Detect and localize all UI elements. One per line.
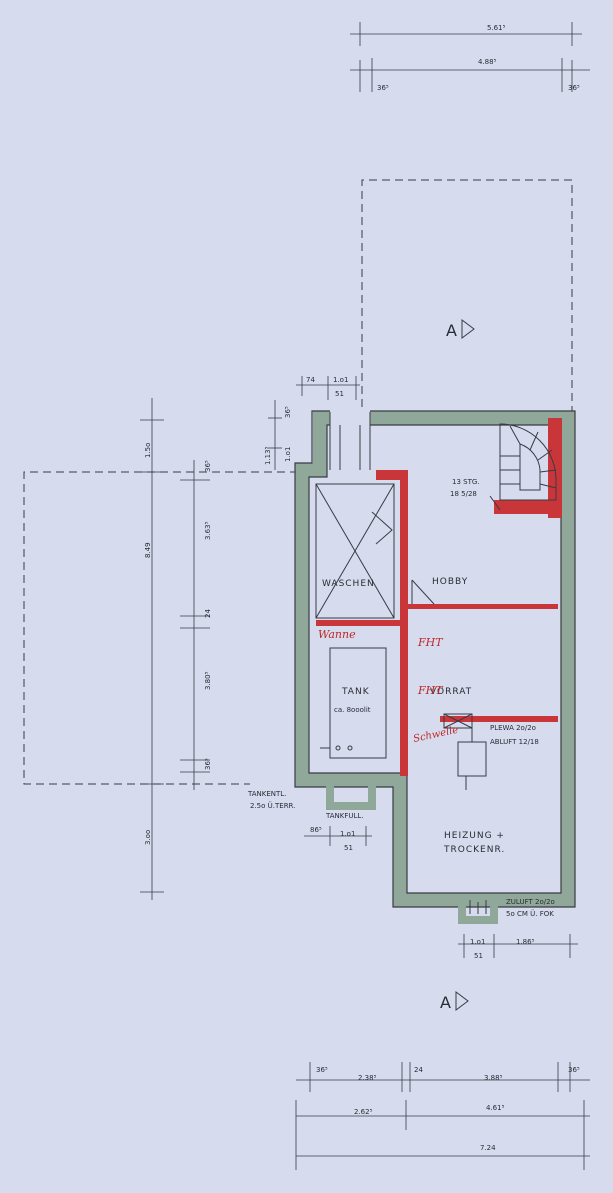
dim-entry-74: 74 <box>306 376 315 384</box>
room-hobby: HOBBY <box>432 577 468 587</box>
dim-b-388: 3.88⁵ <box>484 1074 503 1082</box>
stairs-label-2: 18 5/28 <box>450 490 477 498</box>
room-waschen: WASCHEN <box>322 579 375 589</box>
dim-left-363: 3.63⁵ <box>204 521 212 540</box>
dim-top-left: 36⁵ <box>377 84 389 92</box>
annot-schwelle: Schwelle <box>412 725 459 745</box>
dim-entry-51: 51 <box>335 390 344 398</box>
room-tank: TANK <box>341 687 370 697</box>
room-heizung-1: HEIZUNG + <box>444 831 505 841</box>
annot-wanne: Wanne <box>318 628 356 641</box>
dim-btm-51: 51 <box>474 952 483 960</box>
building-walls <box>294 410 576 924</box>
dim-b-24: 24 <box>414 1066 423 1074</box>
bottom-dimension-chain <box>295 1062 590 1170</box>
dim-top-right: 36⁵ <box>568 84 580 92</box>
bottom-small-dimensions <box>458 934 578 958</box>
dim-left-150: 1.5o <box>144 443 152 458</box>
room-vorrat: VORRAT <box>430 687 472 697</box>
left-dimension-chain <box>140 398 210 900</box>
dim-left-380: 3.80⁵ <box>204 671 212 690</box>
annot-fht-1: FHT <box>417 636 444 649</box>
dim-tank-51: 51 <box>344 844 353 852</box>
section-arrow-bottom-icon <box>455 991 469 1011</box>
dim-b-262: 2.62⁵ <box>354 1108 373 1116</box>
dim-btm-186: 1.86⁵ <box>516 938 535 946</box>
dim-entry-v2: 1.o1 <box>284 447 292 462</box>
note-tankfull: TANKFULL. <box>325 812 364 820</box>
dim-left-849: 8.49 <box>144 542 152 558</box>
annot-fht-2: FHT <box>417 684 444 697</box>
top-dimension-chain <box>350 22 590 92</box>
dim-entry-101: 1.o1 <box>333 376 348 384</box>
room-heizung-2: TROCKENR. <box>443 845 505 855</box>
stairs-label-1: 13 STG. <box>452 478 480 486</box>
dim-entry-v3: 36⁵ <box>284 406 292 418</box>
section-mark-bottom: A <box>440 993 451 1012</box>
section-arrow-top-icon <box>461 319 475 339</box>
hobby-door-swing <box>411 579 435 605</box>
note-abluft: ABLUFT 12/18 <box>490 738 539 746</box>
plewa-shaft <box>443 713 487 790</box>
dim-b-461: 4.61⁵ <box>486 1104 505 1112</box>
dim-b-724: 7.24 <box>480 1144 496 1152</box>
dim-tank-86: 86⁵ <box>310 826 322 834</box>
dim-b-238: 2.38⁵ <box>358 1074 377 1082</box>
dim-left-24: 24 <box>204 609 212 618</box>
tank-outline <box>320 647 387 759</box>
dim-left-365a: 36⁵ <box>204 460 212 472</box>
waschen-shaft <box>315 483 395 619</box>
note-tankentl-2: 2.5o Ü.TERR. <box>250 801 295 810</box>
dim-entry-v1: 1.13⁵ <box>264 446 272 465</box>
dashed-outline-left <box>23 471 298 785</box>
entry-dimensions <box>268 376 360 470</box>
dim-tank-101: 1.o1 <box>340 830 355 838</box>
section-mark-top: A <box>446 321 457 340</box>
dim-b-365l: 36⁵ <box>316 1066 328 1074</box>
note-zuluft-2: 5o CM Ü. FOK <box>506 909 554 918</box>
dim-top-total: 5.61⁵ <box>487 24 506 32</box>
dim-left-365b: 36⁵ <box>204 758 212 770</box>
note-plewa: PLEWA 2o/2o <box>490 724 536 732</box>
dim-btm-101: 1.o1 <box>470 938 485 946</box>
dim-top-inner: 4.88⁵ <box>478 58 497 66</box>
dashed-outline-top <box>361 179 573 430</box>
note-tankentl-1: TANKENTL. <box>247 790 286 798</box>
dim-b-365r: 36⁵ <box>568 1066 580 1074</box>
tank-capacity: ca. 8ooolit <box>334 706 371 714</box>
tank-dimensions <box>304 826 372 846</box>
dim-left-300: 3.oo <box>144 830 152 845</box>
stair-spiral <box>489 423 557 511</box>
note-zuluft-1: ZULUFT 2o/2o <box>506 898 555 906</box>
